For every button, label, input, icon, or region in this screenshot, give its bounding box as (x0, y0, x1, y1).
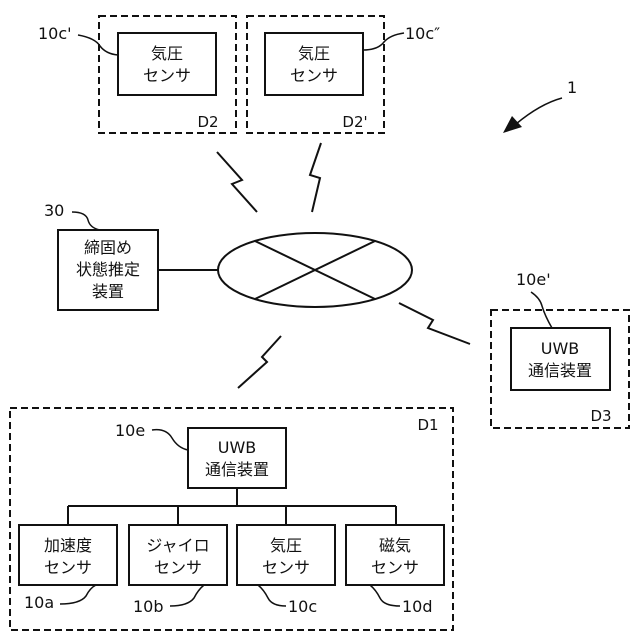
ref-10c-prime: 10c' (38, 24, 72, 43)
gyro-line1: ジャイロ (146, 536, 209, 555)
estimator-line1: 締固め (84, 238, 132, 257)
ref-10c-double-prime: 10c″ (405, 24, 440, 43)
uwb-device-d3 (511, 328, 610, 390)
pressure-sensor-d2-line2: センサ (143, 66, 191, 85)
pressure-sensor-d1-line2: センサ (262, 558, 310, 577)
group-d2-prime-label: D2' (342, 113, 367, 131)
ref-10a: 10a (24, 593, 54, 612)
ref-10c: 10c (288, 597, 317, 616)
magnetic-line2: センサ (371, 558, 419, 577)
ref-10e: 10e (115, 421, 145, 440)
pressure-sensor-d2-prime (265, 33, 363, 95)
uwb-device-d3-line1: UWB (541, 339, 580, 358)
leader-10b (170, 585, 204, 606)
gyro-line2: センサ (154, 558, 202, 577)
uwb-device-d1-line1: UWB (218, 438, 257, 457)
leader-10a (60, 585, 96, 604)
uwb-device-d3-line2: 通信装置 (528, 361, 592, 380)
wireless-link-d3 (399, 303, 470, 344)
accelerometer-line1: 加速度 (44, 536, 92, 555)
accelerometer-line2: センサ (44, 558, 92, 577)
group-d3-label: D3 (590, 407, 611, 425)
leader-10c (258, 585, 286, 606)
estimator-line3: 装置 (92, 282, 124, 301)
wireless-link-d2 (217, 152, 257, 212)
system-leader (516, 98, 562, 124)
group-d2-label: D2 (197, 113, 218, 131)
group-d1-label: D1 (417, 416, 438, 434)
pressure-sensor-d2 (118, 33, 216, 95)
wireless-link-d2-prime (310, 143, 321, 212)
ref-system: 1 (567, 78, 577, 97)
leader-10e (152, 430, 188, 450)
leader-10d (370, 585, 400, 606)
leader-30 (72, 212, 100, 230)
estimator-line2: 状態推定 (76, 260, 140, 279)
ref-10b: 10b (133, 597, 164, 616)
ref-30: 30 (44, 201, 64, 220)
ref-10d: 10d (402, 597, 433, 616)
magnetic-line1: 磁気 (379, 536, 411, 555)
system-arrow-head (503, 116, 522, 133)
wireless-link-d1 (238, 336, 281, 388)
uwb-device-d1 (188, 428, 286, 488)
pressure-sensor-d2-prime-line1: 気圧 (298, 44, 330, 63)
pressure-sensor-d1-line1: 気圧 (270, 536, 302, 555)
ref-10e-prime: 10e' (516, 270, 551, 289)
pressure-sensor-d2-line1: 気圧 (151, 44, 183, 63)
pressure-sensor-d2-prime-line2: センサ (290, 66, 338, 85)
uwb-device-d1-line2: 通信装置 (205, 460, 269, 479)
